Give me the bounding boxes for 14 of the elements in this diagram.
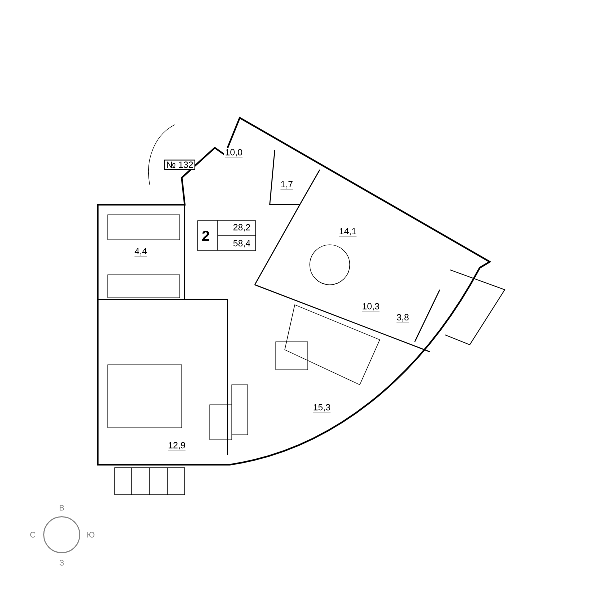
area-summary-box: 2 28,2 58,4	[198, 220, 257, 252]
area-label: 4,4	[134, 247, 148, 259]
area-label: 10,3	[361, 302, 381, 314]
compass-letter: Ю	[88, 532, 95, 538]
area-label: 10,0	[224, 148, 244, 160]
area-label: 12,9	[167, 441, 187, 453]
area-label: 15,3	[312, 403, 332, 415]
compass-letter: В	[60, 505, 64, 511]
area-label: 1,7	[280, 180, 294, 192]
area-label: 14,1	[338, 227, 358, 239]
compass-letter: С	[30, 532, 36, 538]
compass-letter: З	[60, 560, 64, 566]
area-label: 3,8	[396, 313, 410, 325]
apartment-number-box: № 132	[164, 160, 196, 170]
